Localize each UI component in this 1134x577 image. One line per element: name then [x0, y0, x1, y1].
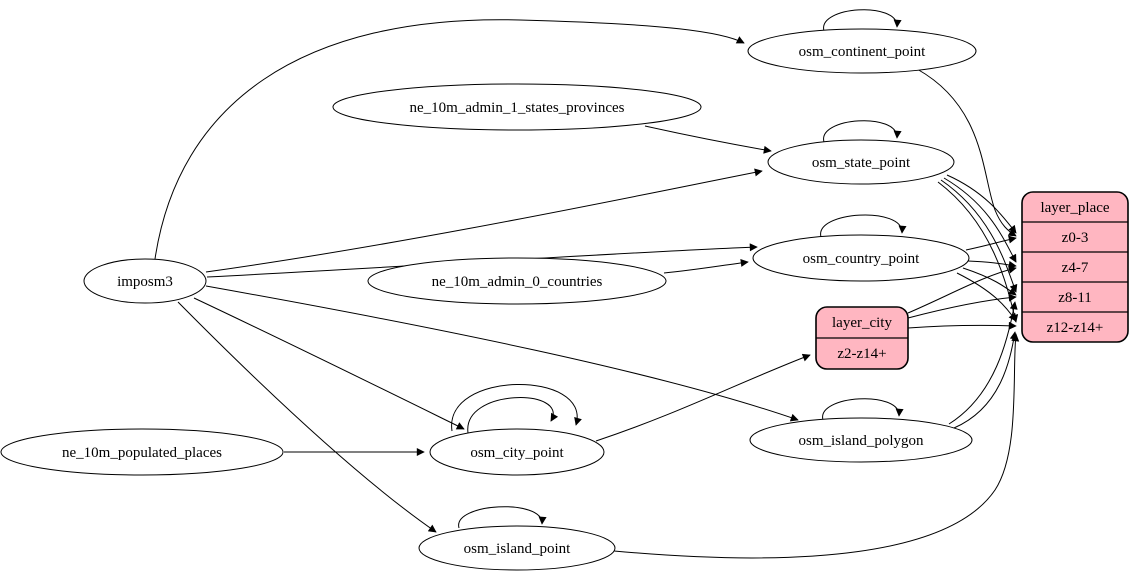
record-layer_place-box	[1021, 191, 1129, 343]
node-imposm3-label: imposm3	[117, 274, 173, 290]
edge-osm_city_point-layer_city-z2-z14	[595, 353, 811, 442]
node-osm_country_point-shape	[752, 234, 970, 282]
node-osm_country_point-label: osm_country_point	[803, 251, 920, 267]
edge-layer_city-layer_place-z4-7	[907, 265, 1017, 314]
record-layer_place-row-z4-7: z4-7	[1062, 260, 1089, 276]
self-loop-osm_island_point	[458, 506, 547, 529]
edge-ne_10m_admin_0_countries-osm_country_point	[663, 258, 749, 274]
node-osm_island_point-label: osm_island_point	[464, 541, 572, 557]
edge-layer_city-layer_place-z12-z14	[907, 321, 1017, 330]
node-osm_island_polygon-shape	[749, 417, 973, 463]
edge-osm_continent_point-layer_place-z0-3	[916, 68, 1017, 237]
node-osm_state_point: osm_state_point	[767, 139, 955, 185]
node-osm_continent_point-label: osm_continent_point	[799, 44, 926, 60]
node-ne_10m_admin_0_countries-shape	[367, 257, 667, 305]
record-layer_place: layer_place z0-3 z4-7 z8-11 z12-z14+	[1021, 191, 1129, 343]
node-ne_10m_admin_0_countries: ne_10m_admin_0_countries	[367, 257, 667, 305]
node-osm_island_polygon-label: osm_island_polygon	[798, 433, 924, 449]
record-layer_place-title: layer_place	[1040, 200, 1109, 216]
self-loop-osm_city_point-outer	[451, 384, 582, 432]
edge-osm_state_point-layer_place-z4-7	[943, 177, 1017, 263]
node-osm_state_point-shape	[767, 139, 955, 185]
node-ne_10m_populated_places-label: ne_10m_populated_places	[62, 445, 222, 461]
node-imposm3: imposm3	[83, 258, 207, 304]
node-imposm3-shape	[83, 258, 207, 304]
edge-osm_state_point-layer_place-z0-3	[946, 174, 1017, 234]
node-osm_city_point-shape	[429, 428, 605, 476]
node-ne_10m_admin_1_states_provinces-shape	[332, 83, 702, 131]
edge-imposm3-osm_city_point	[193, 297, 465, 430]
node-ne_10m_admin_0_countries-label: ne_10m_admin_0_countries	[432, 274, 603, 290]
self-loop-osm_continent_point	[823, 9, 902, 32]
record-layer_city-title: layer_city	[832, 315, 892, 331]
edge-imposm3-osm_continent_point	[154, 19, 745, 260]
node-osm_island_polygon: osm_island_polygon	[749, 417, 973, 463]
node-osm_state_point-label: osm_state_point	[812, 155, 911, 171]
record-layer_place-row-z12-z14: z12-z14+	[1047, 320, 1104, 336]
edge-osm_country_point-layer_place-z0-3	[965, 235, 1017, 251]
node-osm_continent_point-shape	[747, 28, 977, 74]
record-layer_city: layer_city z2-z14+	[815, 306, 909, 370]
edge-osm_island_polygon-layer_place-z12-z14	[953, 331, 1018, 429]
edge-osm_state_point-layer_place-z8-11	[940, 179, 1018, 293]
record-layer_place-row-z8-11: z8-11	[1058, 290, 1092, 306]
node-ne_10m_admin_1_states_provinces-label: ne_10m_admin_1_states_provinces	[410, 100, 625, 116]
edge-imposm3-osm_state_point	[205, 168, 763, 273]
edge-imposm3-osm_island_polygon	[205, 285, 799, 422]
node-ne_10m_populated_places: ne_10m_populated_places	[0, 428, 284, 476]
edge-osm_country_point-layer_place-z4-7	[967, 260, 1017, 269]
node-osm_continent_point: osm_continent_point	[747, 28, 977, 74]
node-ne_10m_populated_places-shape	[0, 428, 284, 476]
edge-ne_10m_admin_1_states_provinces-osm_state_point	[644, 125, 772, 154]
node-osm_city_point: osm_city_point	[429, 428, 605, 476]
record-layer_city-row-z2-z14: z2-z14+	[837, 346, 886, 362]
self-loop-osm_island_polygon	[822, 398, 904, 421]
self-loop-osm_country_point	[820, 214, 907, 238]
node-osm_country_point: osm_country_point	[752, 234, 970, 282]
edge-imposm3-osm_island_point	[177, 301, 437, 533]
node-osm_city_point-label: osm_city_point	[470, 445, 564, 461]
edges	[154, 9, 1020, 559]
node-osm_island_point-shape	[418, 525, 616, 571]
edge-layer_city-layer_place-z8-11	[907, 293, 1017, 319]
edge-osm_country_point-layer_place-z8-11	[962, 267, 1017, 296]
edge-osm_island_point-layer_place-z12-z14	[613, 333, 1020, 559]
edge-osm_country_point-layer_place-z12-z14	[956, 272, 1017, 322]
self-loop-osm_city_point-inner	[467, 397, 559, 434]
self-loop-osm_state_point	[823, 120, 902, 143]
node-osm_island_point: osm_island_point	[418, 525, 616, 571]
node-ne_10m_admin_1_states_provinces: ne_10m_admin_1_states_provinces	[332, 83, 702, 131]
record-layer_place-row-z0-3: z0-3	[1062, 230, 1089, 246]
edge-osm_island_polygon-layer_place-z8-11	[948, 301, 1018, 425]
